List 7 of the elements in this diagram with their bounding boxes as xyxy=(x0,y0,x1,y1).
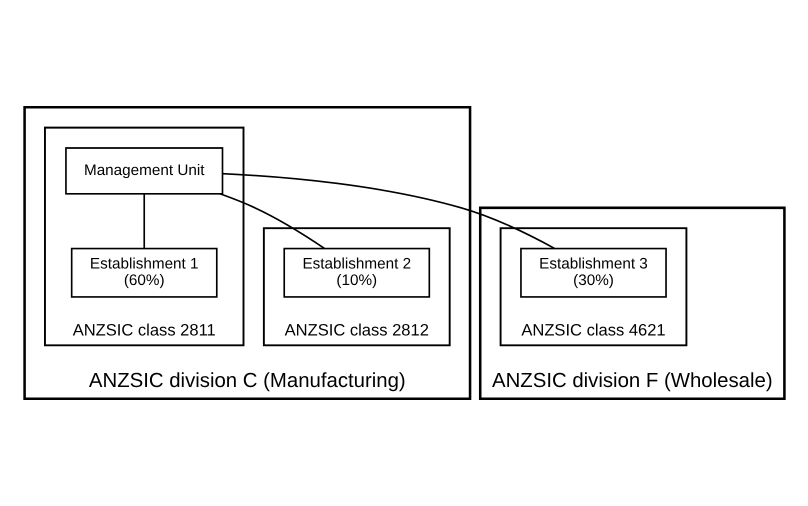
connector xyxy=(142,194,145,248)
node-box: Establishment 1 (60%) xyxy=(70,248,218,298)
connector xyxy=(219,193,324,250)
node-box: Establishment 3 (30%) xyxy=(520,248,666,298)
node-box: Establishment 2 (10%) xyxy=(282,248,430,298)
node-box: Management Unit xyxy=(64,147,223,195)
connector xyxy=(222,172,554,250)
